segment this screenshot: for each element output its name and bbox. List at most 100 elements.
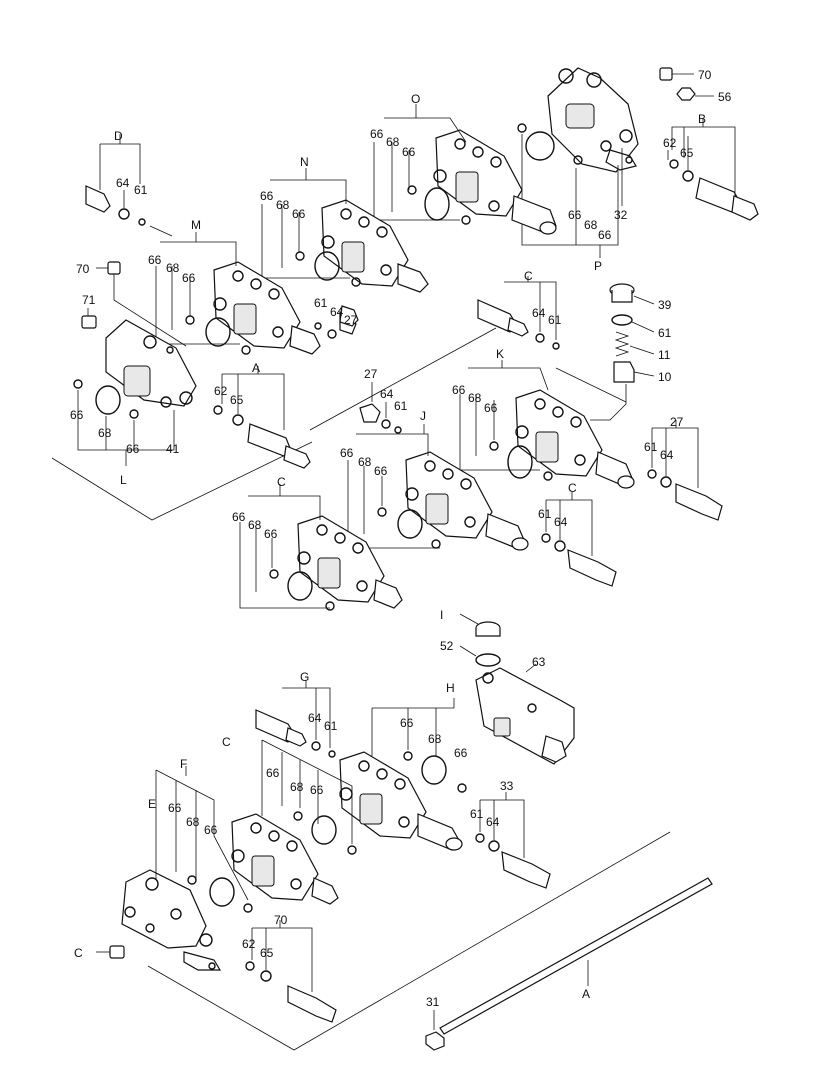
valve-section-i bbox=[239, 484, 403, 611]
inlet-section-e bbox=[121, 766, 253, 971]
screw-71 bbox=[81, 308, 97, 329]
lbl-41: 41 bbox=[166, 442, 180, 456]
grp-m-1: 66 bbox=[148, 253, 162, 267]
inlet-section-l bbox=[51, 319, 313, 521]
grp-k-2: 68 bbox=[468, 391, 482, 405]
mid27-61: 61 bbox=[394, 399, 408, 413]
grp-n-3: 66 bbox=[292, 207, 306, 221]
grp-f-3: 66 bbox=[310, 783, 324, 797]
valve-section-n bbox=[261, 168, 429, 293]
grp-i-2: 68 bbox=[248, 518, 262, 532]
grp-j-1: 66 bbox=[340, 446, 354, 460]
lbl-39: 39 bbox=[658, 298, 672, 312]
grp-p-3: 66 bbox=[598, 228, 612, 242]
grp-o-2: 68 bbox=[386, 135, 400, 149]
c5-61: 61 bbox=[470, 807, 484, 821]
grp-f-2: 68 bbox=[290, 780, 304, 794]
plug-27-mid bbox=[359, 382, 402, 434]
lbl-a-bot: 70 bbox=[274, 913, 288, 927]
grp-e-2: 68 bbox=[186, 815, 200, 829]
lbl-o: O bbox=[411, 92, 420, 106]
relief-valve-b bbox=[669, 159, 759, 221]
lbl-c-2: 27 bbox=[670, 415, 684, 429]
mid27-64: 64 bbox=[380, 387, 394, 401]
c5-64: 64 bbox=[486, 815, 500, 829]
lbl-h: 63 bbox=[532, 655, 546, 669]
c4-64: 64 bbox=[308, 711, 322, 725]
c1-61: 61 bbox=[548, 313, 562, 327]
valve-section-o bbox=[373, 104, 557, 235]
grp-e-3: 66 bbox=[204, 823, 218, 837]
lbl-g: H bbox=[446, 681, 455, 695]
lbl-11: 11 bbox=[658, 348, 671, 362]
grp-p-1: 66 bbox=[568, 208, 582, 222]
c3-64: 64 bbox=[554, 515, 568, 529]
grp-m-2: 68 bbox=[166, 261, 180, 275]
grp-g-1: 66 bbox=[400, 716, 414, 730]
lbl-a-top: A bbox=[252, 361, 260, 375]
outlet-section-h bbox=[475, 663, 575, 765]
set-screw-70-bot bbox=[96, 945, 125, 959]
grp-j-2: 68 bbox=[358, 455, 372, 469]
relief-valve-a-top bbox=[213, 327, 497, 469]
lbl-k: K bbox=[496, 347, 504, 361]
plug-52 bbox=[459, 613, 501, 637]
valve-section-f bbox=[231, 739, 357, 905]
lbl-65-b: 65 bbox=[680, 146, 694, 160]
grp-o-1: 66 bbox=[370, 127, 384, 141]
lbl-56-top: 56 bbox=[718, 90, 732, 104]
lbl-70-bot: C bbox=[74, 946, 83, 960]
nut-56-bot bbox=[425, 1010, 445, 1051]
lbl-63: 52 bbox=[440, 639, 454, 653]
relief-valve-c-2 bbox=[647, 420, 723, 521]
lbl-l: L bbox=[120, 473, 127, 487]
tie-rod-31 bbox=[439, 877, 713, 1035]
c1-64: 64 bbox=[532, 306, 546, 320]
grp-l-1: 66 bbox=[70, 408, 84, 422]
lbl-c-4: G bbox=[300, 670, 309, 684]
c2-61: 61 bbox=[644, 440, 658, 454]
relief-valve-c-5 bbox=[475, 792, 551, 889]
lbl-70-mid: 70 bbox=[76, 262, 90, 276]
plug-stack-39-11-10 bbox=[590, 283, 655, 421]
lbl-f: C bbox=[222, 735, 231, 749]
grp-i-1: 66 bbox=[232, 510, 246, 524]
lbl-b: B bbox=[698, 112, 706, 126]
grp-l-2: 68 bbox=[98, 426, 112, 440]
lbl-64-d: 64 bbox=[116, 176, 130, 190]
plug-d bbox=[85, 134, 173, 237]
lbl-c-3: C bbox=[568, 481, 577, 495]
lbl-32: 32 bbox=[614, 208, 628, 222]
leader-lines-b-p bbox=[517, 118, 736, 258]
lbl-n: N bbox=[300, 155, 309, 169]
grp-j-3: 66 bbox=[374, 464, 388, 478]
grp-m-3: 66 bbox=[182, 271, 196, 285]
relief-valve-c-3 bbox=[541, 492, 617, 587]
grp-p-2: 68 bbox=[584, 218, 598, 232]
lbl-27-mid: 27 bbox=[364, 367, 378, 381]
valve-section-m bbox=[155, 232, 357, 355]
grp-n-2: 68 bbox=[276, 198, 290, 212]
nut-56-top bbox=[676, 87, 714, 101]
valve-section-k bbox=[459, 360, 635, 489]
lbl-71: 71 bbox=[82, 293, 96, 307]
c4-61: 61 bbox=[324, 719, 338, 733]
grp-n-1: 66 bbox=[260, 189, 274, 203]
set-screw-70-mid bbox=[96, 261, 187, 347]
set-screw-70-top bbox=[659, 67, 694, 81]
lbl-52: I bbox=[440, 608, 443, 622]
c3-61: 61 bbox=[538, 507, 552, 521]
relief-valve-c-4 bbox=[255, 680, 336, 758]
grp-k-3: 66 bbox=[484, 401, 498, 415]
lbl-e: F bbox=[180, 757, 187, 771]
lbl-j: J bbox=[420, 409, 426, 423]
top27-61: 61 bbox=[314, 296, 328, 310]
valve-section-g bbox=[339, 698, 467, 851]
lbl-61-d: 61 bbox=[134, 183, 148, 197]
lbl-33: E bbox=[148, 797, 156, 811]
valve-section-j bbox=[347, 424, 529, 551]
grp-e-1: 66 bbox=[168, 801, 182, 815]
lbl-70-top: 70 bbox=[698, 68, 712, 82]
lbl-62-b: 62 bbox=[663, 136, 677, 150]
